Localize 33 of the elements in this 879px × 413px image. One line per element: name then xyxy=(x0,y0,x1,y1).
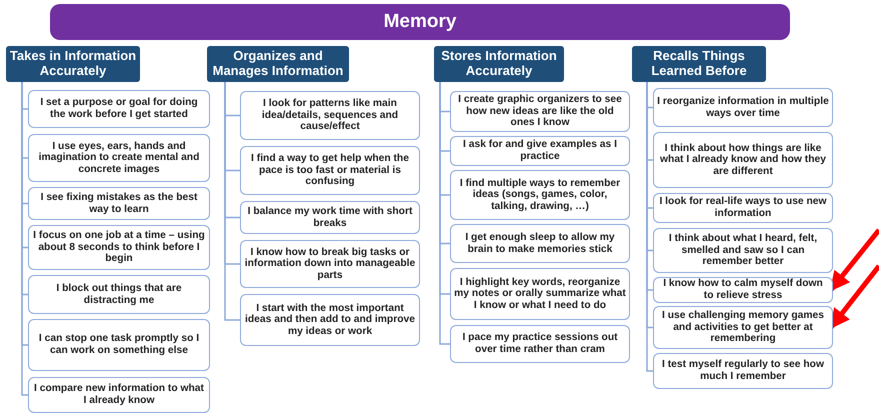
item-box: I create graphic organizers to see how new ideas are like the old ones I know xyxy=(450,91,630,132)
item-box: I ask for and give examples as I practice xyxy=(450,136,630,166)
item-box: I get enough sleep to allow my brain to make memories stick xyxy=(450,224,630,263)
item-box: I find multiple ways to remember ideas (songs, games, color, talking, drawing, …) xyxy=(450,170,630,220)
item-box: I think about what I heard, felt, smelled and saw so I can remember better xyxy=(653,228,833,273)
item-box: I think about how things are like what I already know and how they are different xyxy=(653,132,833,188)
item-box: I find a way to get help when the pace is too fast or material is confusing xyxy=(240,146,420,195)
item-box: I look for patterns like main idea/details, sequences and cause/effect xyxy=(240,91,420,140)
category-box: Stores Information Accurately xyxy=(434,46,564,82)
category-box: Recalls Things Learned Before xyxy=(632,46,766,82)
item-box: I compare new information to what I already know xyxy=(28,377,210,413)
item-box: I use eyes, ears, hands and imagination to create mental and concrete images xyxy=(28,134,210,182)
item-box: I use challenging memory games and activities to get better at remembering xyxy=(653,306,833,349)
item-box: I know how to break big tasks or information down into manageable parts xyxy=(240,240,420,288)
connector-line xyxy=(439,82,450,345)
item-box: I focus on one job at a time – using about 8 seconds to think before I begin xyxy=(28,225,210,270)
item-box: I see fixing mistakes as the best way to learn xyxy=(28,187,210,220)
item-box: I reorganize information in multiple ways over time xyxy=(653,88,833,127)
title-banner: Memory xyxy=(50,4,790,40)
item-box: I start with the most important ideas and then add to and improve my ideas or work xyxy=(240,294,420,346)
item-box: I test myself regularly to see how much I remember xyxy=(653,353,833,389)
item-box: I set a purpose or goal for doing the work before I get started xyxy=(28,90,210,128)
connector-line xyxy=(224,82,240,321)
item-box: I can stop one task promptly so I can work on something else xyxy=(28,319,210,371)
item-box: I block out things that are distracting me xyxy=(28,275,210,314)
item-box: I pace my practice sessions out over time rather than cram xyxy=(450,325,630,363)
connector-line xyxy=(21,82,28,396)
item-box: I look for real-life ways to use new information xyxy=(653,193,833,223)
category-box: Organizes and Manages Information xyxy=(207,46,349,82)
category-box: Takes in Information Accurately xyxy=(6,46,140,82)
item-box: I highlight key words, reorganize my notes or orally summarize what I know or what I need to do xyxy=(450,268,630,320)
item-box: I know how to calm myself down to relieve stress xyxy=(653,277,833,303)
item-box: I balance my work time with short breaks xyxy=(240,201,420,234)
